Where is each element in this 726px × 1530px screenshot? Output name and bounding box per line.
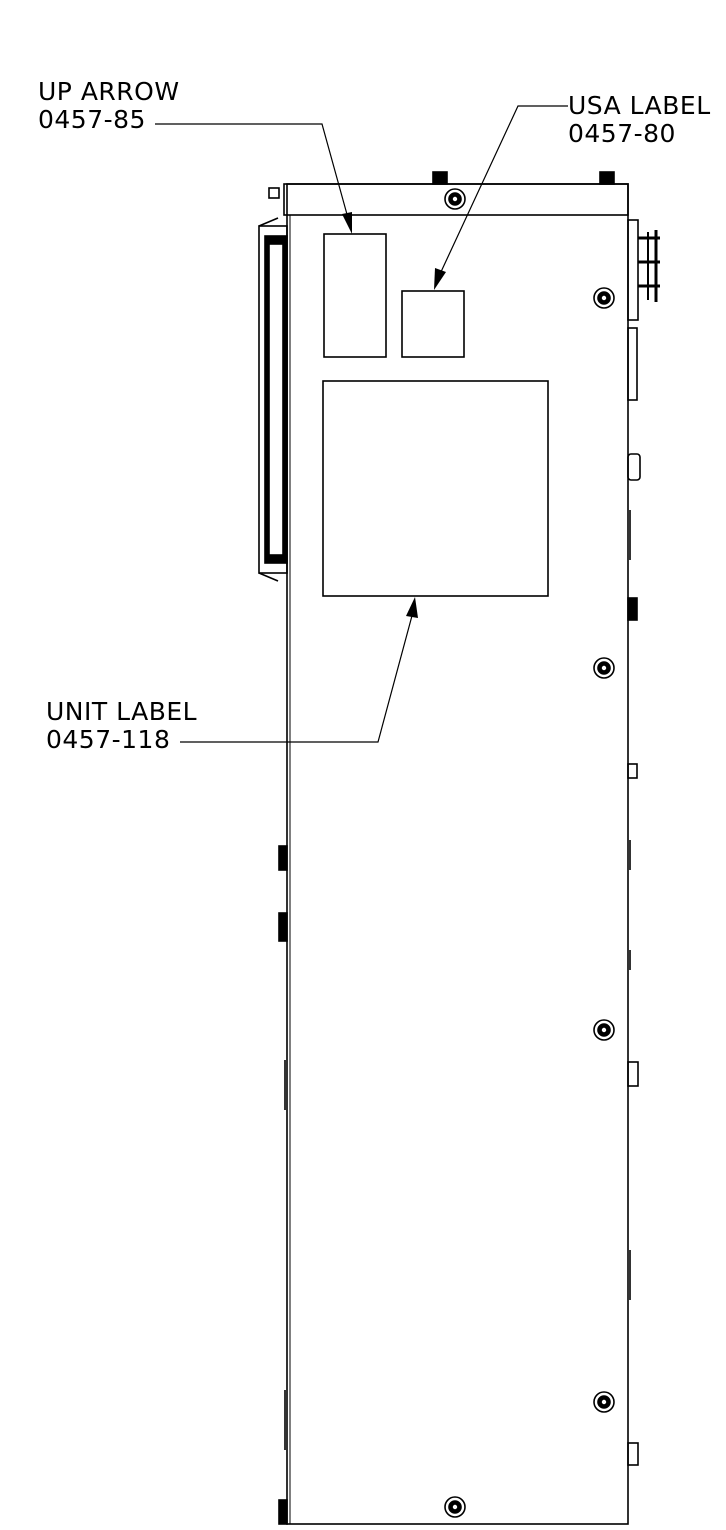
usa-label-callout: USA LABEL 0457-80 [568,92,711,148]
top-hardware [268,171,615,199]
unit-label-area [322,380,549,597]
enclosure-top-lid [283,183,629,216]
left-side-bracket [258,217,288,582]
up-arrow-callout-part: 0457-85 [38,105,146,134]
screw-heads [444,188,615,1518]
unit-label-callout: UNIT LABEL 0457-118 [46,698,197,754]
usa-label-leader [439,105,568,275]
right-side-connectors [627,219,660,1466]
usa-label-callout-part: 0457-80 [568,119,676,148]
up-arrow-leader [155,123,349,219]
left-side-fasteners [278,845,288,1525]
unit-label-callout-title: UNIT LABEL [46,697,198,726]
up-arrow-callout: UP ARROW 0457-85 [38,78,180,134]
unit-label-callout-part: 0457-118 [46,725,171,754]
leader-arrowheads [342,212,446,618]
usa-label-area [401,290,465,358]
unit-label-leader [180,611,414,743]
enclosure-body [286,183,629,1525]
up-arrow-label-area [323,233,387,358]
leader-lines [155,105,568,743]
up-arrow-callout-title: UP ARROW [38,77,180,106]
usa-label-callout-title: USA LABEL [568,91,711,120]
